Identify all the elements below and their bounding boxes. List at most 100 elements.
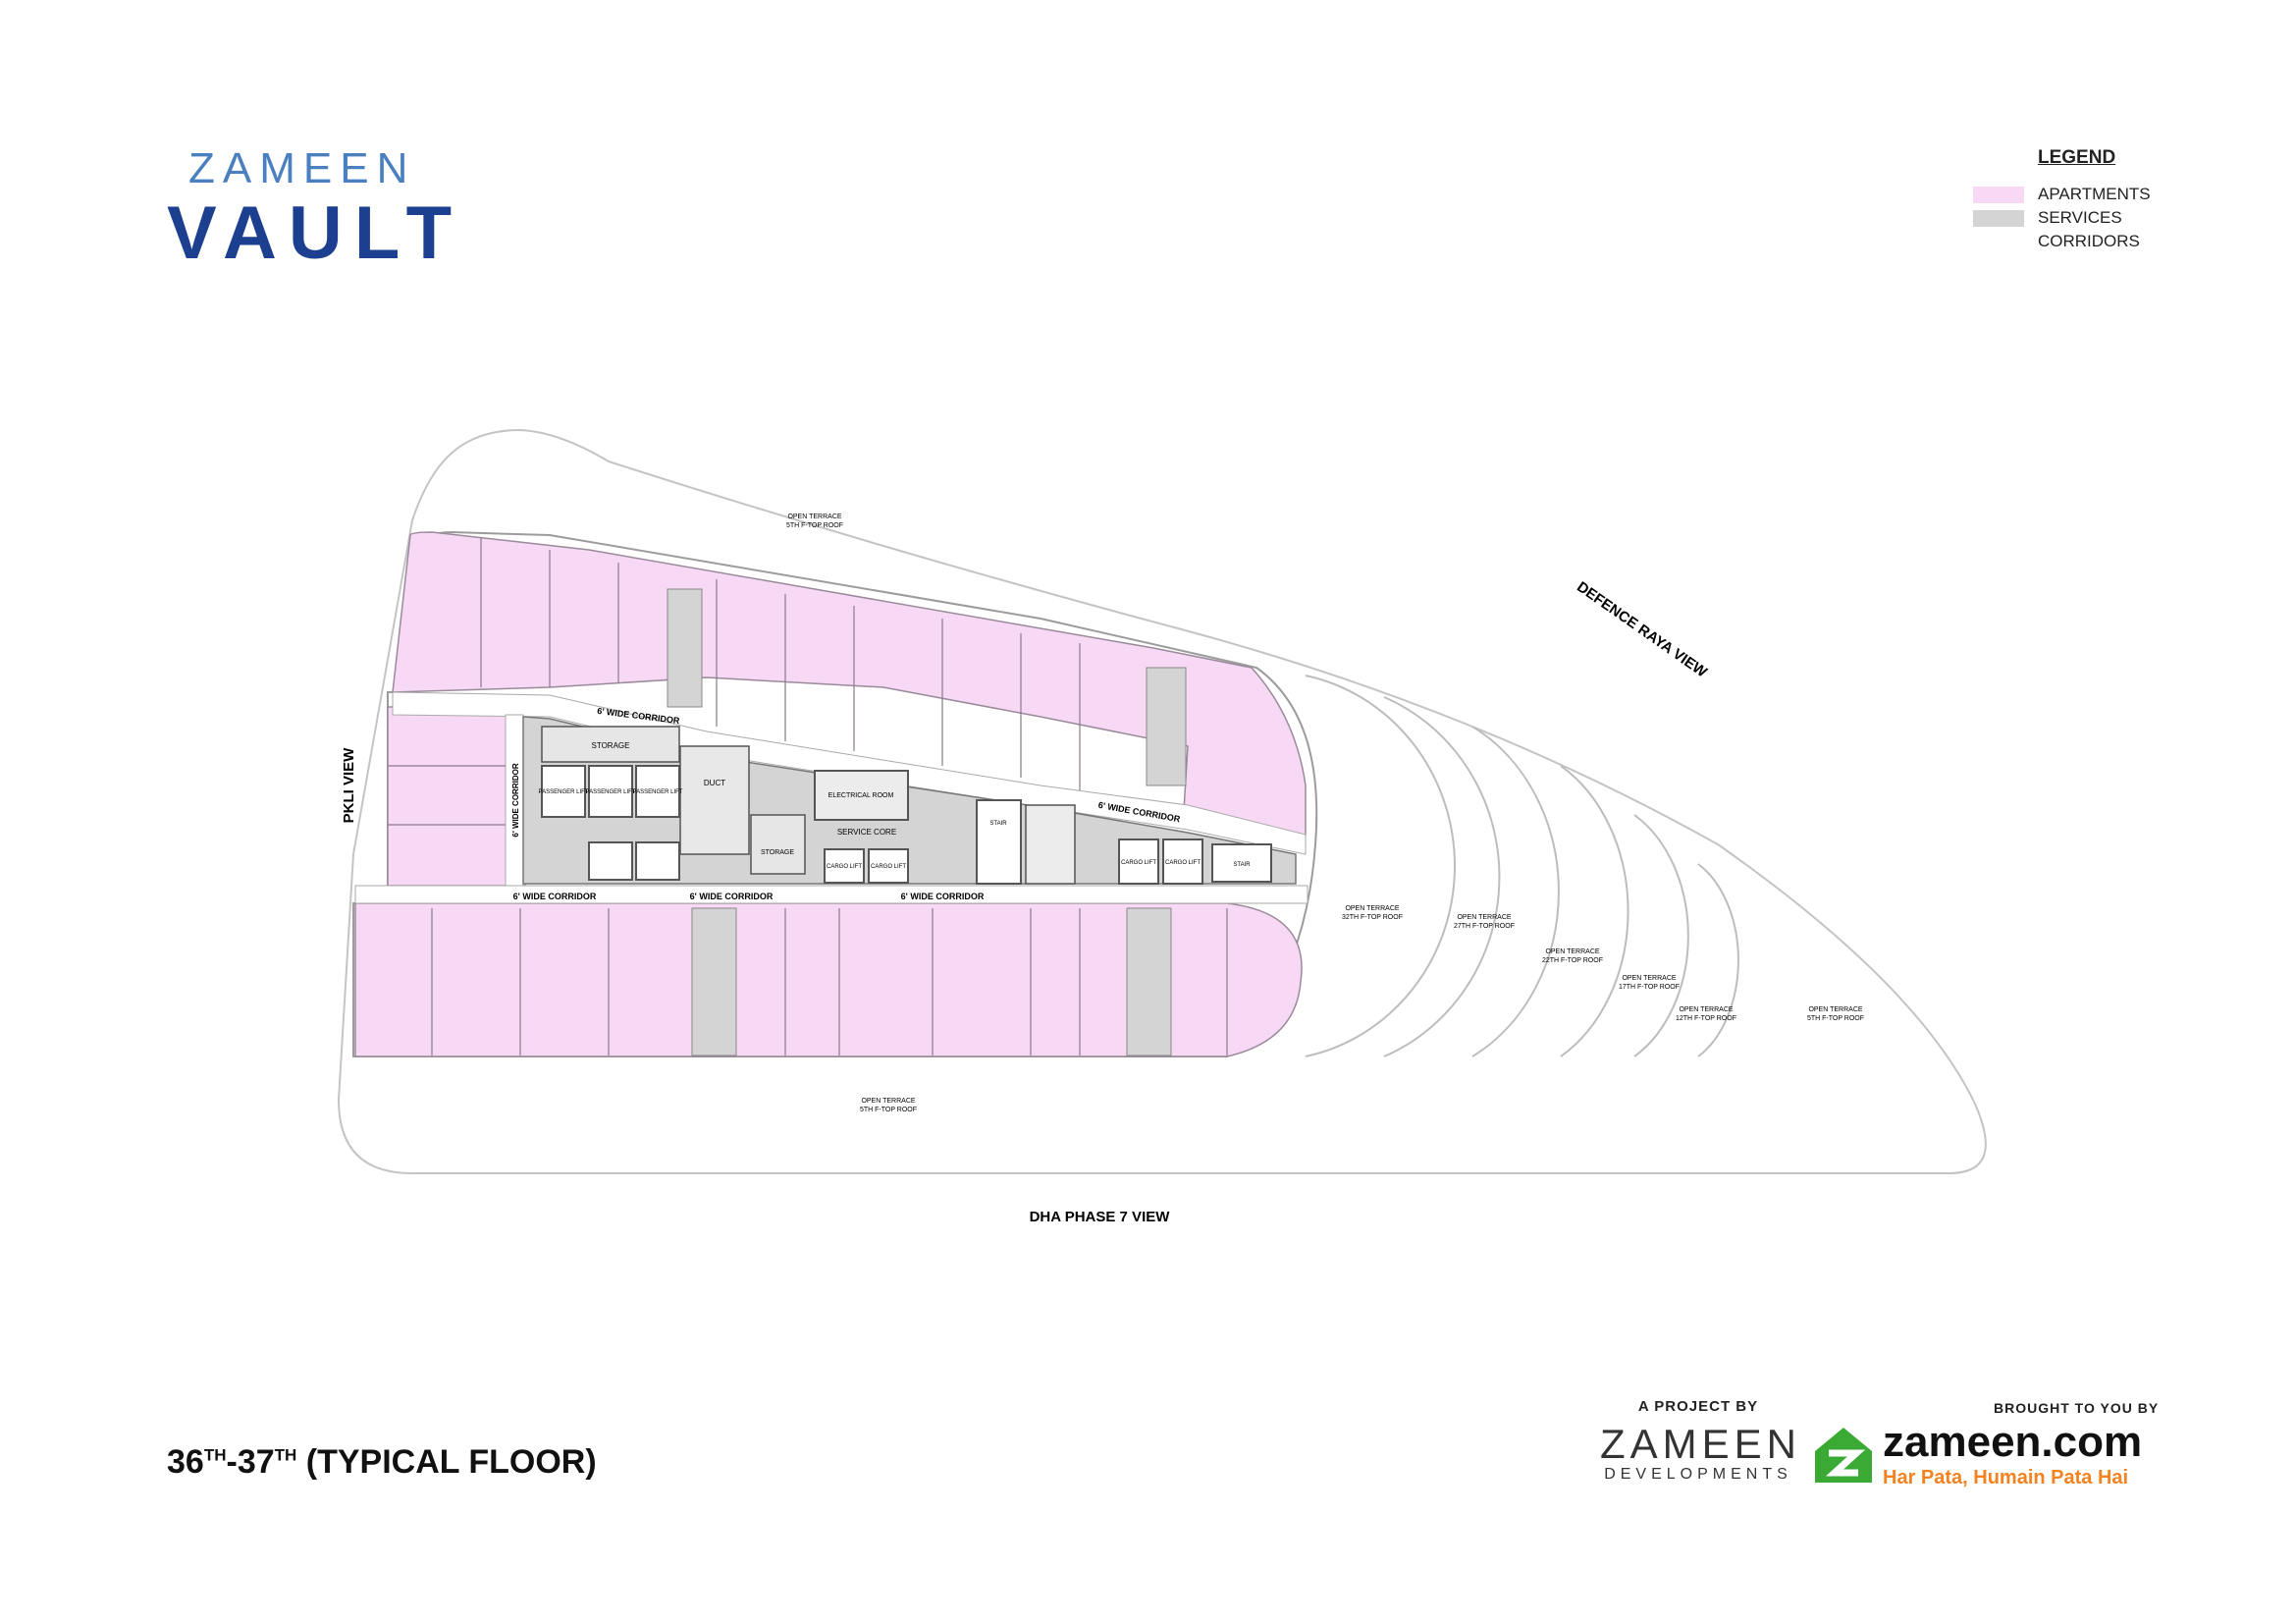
legend-swatch-apartments bbox=[1973, 186, 2024, 203]
view-label-bottom: DHA PHASE 7 VIEW bbox=[1030, 1209, 1171, 1225]
lift bbox=[635, 765, 680, 818]
svg-text:5TH F-TOP ROOF: 5TH F-TOP ROOF bbox=[860, 1107, 917, 1113]
storage-room bbox=[750, 814, 806, 875]
service-shaft bbox=[691, 907, 737, 1056]
terrace-arc bbox=[1633, 814, 1689, 1057]
lift bbox=[588, 765, 633, 818]
brand-main-text: VAULT bbox=[167, 191, 464, 275]
developer-name: ZAMEEN bbox=[1600, 1421, 1802, 1467]
lift bbox=[635, 841, 680, 881]
core-label: ELECTRICAL ROOM bbox=[828, 792, 894, 799]
floor-title-part: (TYPICAL FLOOR) bbox=[296, 1443, 597, 1481]
floor-title-sup: TH bbox=[203, 1445, 227, 1465]
legend-swatch-services bbox=[1973, 209, 2024, 227]
legend-item-services: SERVICES bbox=[1973, 206, 2151, 230]
svg-text:OPEN TERRACE: OPEN TERRACE bbox=[1345, 905, 1399, 912]
svg-text:OPEN TERRACE: OPEN TERRACE bbox=[787, 514, 841, 520]
core-label: STAIR bbox=[1233, 862, 1251, 868]
brought-by-label: BROUGHT TO YOU BY bbox=[1994, 1400, 2160, 1416]
core-label: PASSENGER LIFT bbox=[586, 789, 636, 795]
legend-title: LEGEND bbox=[2038, 147, 2116, 168]
legend-swatch-corridors bbox=[1973, 233, 2024, 250]
svg-text:5TH F-TOP ROOF: 5TH F-TOP ROOF bbox=[786, 522, 843, 529]
sponsor-tagline: Har Pata, Humain Pata Hai bbox=[1883, 1467, 2129, 1488]
core-label: CARGO LIFT bbox=[871, 864, 906, 870]
core-label: CARGO LIFT bbox=[1165, 860, 1201, 866]
svg-text:27TH F-TOP ROOF: 27TH F-TOP ROOF bbox=[1454, 923, 1515, 930]
legend-item-apartments: APARTMENTS bbox=[1973, 183, 2151, 206]
terrace-label: OPEN TERRACE 17TH F-TOP ROOF bbox=[1619, 975, 1680, 991]
legend-label: SERVICES bbox=[2038, 208, 2122, 227]
terrace-label: OPEN TERRACE 22TH F-TOP ROOF bbox=[1542, 948, 1603, 964]
lift bbox=[824, 848, 865, 884]
terrace-label: OPEN TERRACE 32TH F-TOP ROOF bbox=[1342, 905, 1403, 921]
lift bbox=[1162, 839, 1203, 885]
terrace-label: OPEN TERRACE 27TH F-TOP ROOF bbox=[1454, 914, 1515, 930]
zameen-house-icon bbox=[1815, 1428, 1872, 1483]
service-shaft bbox=[1126, 907, 1172, 1056]
corridor-label: 6' WIDE CORRIDOR bbox=[513, 892, 597, 901]
floor-title: 36TH-37TH (TYPICAL FLOOR) bbox=[167, 1443, 597, 1482]
terrace-arc bbox=[1560, 765, 1629, 1057]
terrace-arc bbox=[1383, 696, 1501, 1057]
brand-top-text: ZAMEEN bbox=[188, 144, 416, 192]
stair bbox=[679, 745, 750, 855]
stair bbox=[1211, 843, 1272, 883]
corridor-lower bbox=[354, 885, 1308, 904]
floor-title-sup: TH bbox=[274, 1445, 297, 1465]
terrace-arc bbox=[1305, 675, 1456, 1057]
core-label: PASSENGER LIFT bbox=[539, 789, 589, 795]
core-label: STORAGE bbox=[592, 741, 630, 750]
terrace-arc bbox=[1697, 863, 1739, 1057]
svg-text:32TH F-TOP ROOF: 32TH F-TOP ROOF bbox=[1342, 914, 1403, 921]
lift bbox=[1118, 839, 1159, 885]
svg-text:OPEN TERRACE: OPEN TERRACE bbox=[1622, 975, 1676, 982]
apartment-partitions bbox=[388, 538, 1228, 1055]
brand-logo: ZAMEEN VAULT bbox=[167, 147, 463, 271]
service-shaft bbox=[667, 588, 703, 708]
view-label-top-right: DEFENCE RAYA VIEW bbox=[1574, 578, 1710, 681]
corridor-label: 6' WIDE CORRIDOR bbox=[690, 892, 774, 901]
project-by-block: A PROJECT BY ZAMEEN DEVELOPMENTS bbox=[1600, 1398, 1796, 1484]
apartments-upper bbox=[392, 531, 1307, 836]
svg-text:22TH F-TOP ROOF: 22TH F-TOP ROOF bbox=[1542, 957, 1603, 964]
svg-text:OPEN TERRACE: OPEN TERRACE bbox=[861, 1098, 915, 1105]
service-room bbox=[1025, 804, 1076, 885]
legend-label: CORRIDORS bbox=[2038, 232, 2140, 250]
svg-text:5TH F-TOP ROOF: 5TH F-TOP ROOF bbox=[1807, 1015, 1864, 1022]
terrace-arc bbox=[1471, 726, 1560, 1057]
storage-room bbox=[541, 726, 680, 763]
terrace-label: OPEN TERRACE 5TH F-TOP ROOF bbox=[1807, 1006, 1864, 1022]
floor-title-part: -37 bbox=[226, 1443, 275, 1481]
electrical-room bbox=[814, 770, 909, 821]
stair bbox=[976, 799, 1022, 885]
svg-text:OPEN TERRACE: OPEN TERRACE bbox=[1679, 1006, 1733, 1013]
svg-text:12TH F-TOP ROOF: 12TH F-TOP ROOF bbox=[1676, 1015, 1736, 1022]
legend-label: APARTMENTS bbox=[2038, 185, 2151, 203]
core-label: PASSENGER LIFT bbox=[633, 789, 683, 795]
terrace-label: OPEN TERRACE 5TH F-TOP ROOF bbox=[786, 514, 843, 529]
lift bbox=[541, 765, 586, 818]
apartments-lower bbox=[354, 902, 1303, 1057]
core-label: SERVICE CORE bbox=[837, 828, 896, 837]
svg-text:OPEN TERRACE: OPEN TERRACE bbox=[1545, 948, 1599, 955]
developer-sub: DEVELOPMENTS bbox=[1604, 1466, 1792, 1484]
core-label: STORAGE bbox=[761, 849, 794, 856]
core-label: DUCT bbox=[704, 779, 725, 787]
project-by-label: A PROJECT BY bbox=[1637, 1398, 1759, 1415]
legend: LEGEND APARTMENTS SERVICES CORRIDORS bbox=[1973, 147, 2151, 253]
legend-item-corridors: CORRIDORS bbox=[1973, 230, 2151, 253]
svg-text:OPEN TERRACE: OPEN TERRACE bbox=[1457, 914, 1511, 921]
core-label: STAIR bbox=[989, 821, 1007, 827]
lift bbox=[588, 841, 633, 881]
floor-title-part: 36 bbox=[167, 1443, 204, 1481]
core-label: CARGO LIFT bbox=[827, 864, 862, 870]
apartments-left bbox=[387, 706, 526, 887]
lift bbox=[868, 848, 909, 884]
corridor-label: 6' WIDE CORRIDOR bbox=[511, 763, 520, 837]
sponsor-name: zameen.com bbox=[1883, 1418, 2143, 1466]
view-label-left: PKLI VIEW bbox=[341, 747, 357, 824]
terrace-label: OPEN TERRACE 12TH F-TOP ROOF bbox=[1676, 1006, 1736, 1022]
core-label: CARGO LIFT bbox=[1121, 860, 1156, 866]
